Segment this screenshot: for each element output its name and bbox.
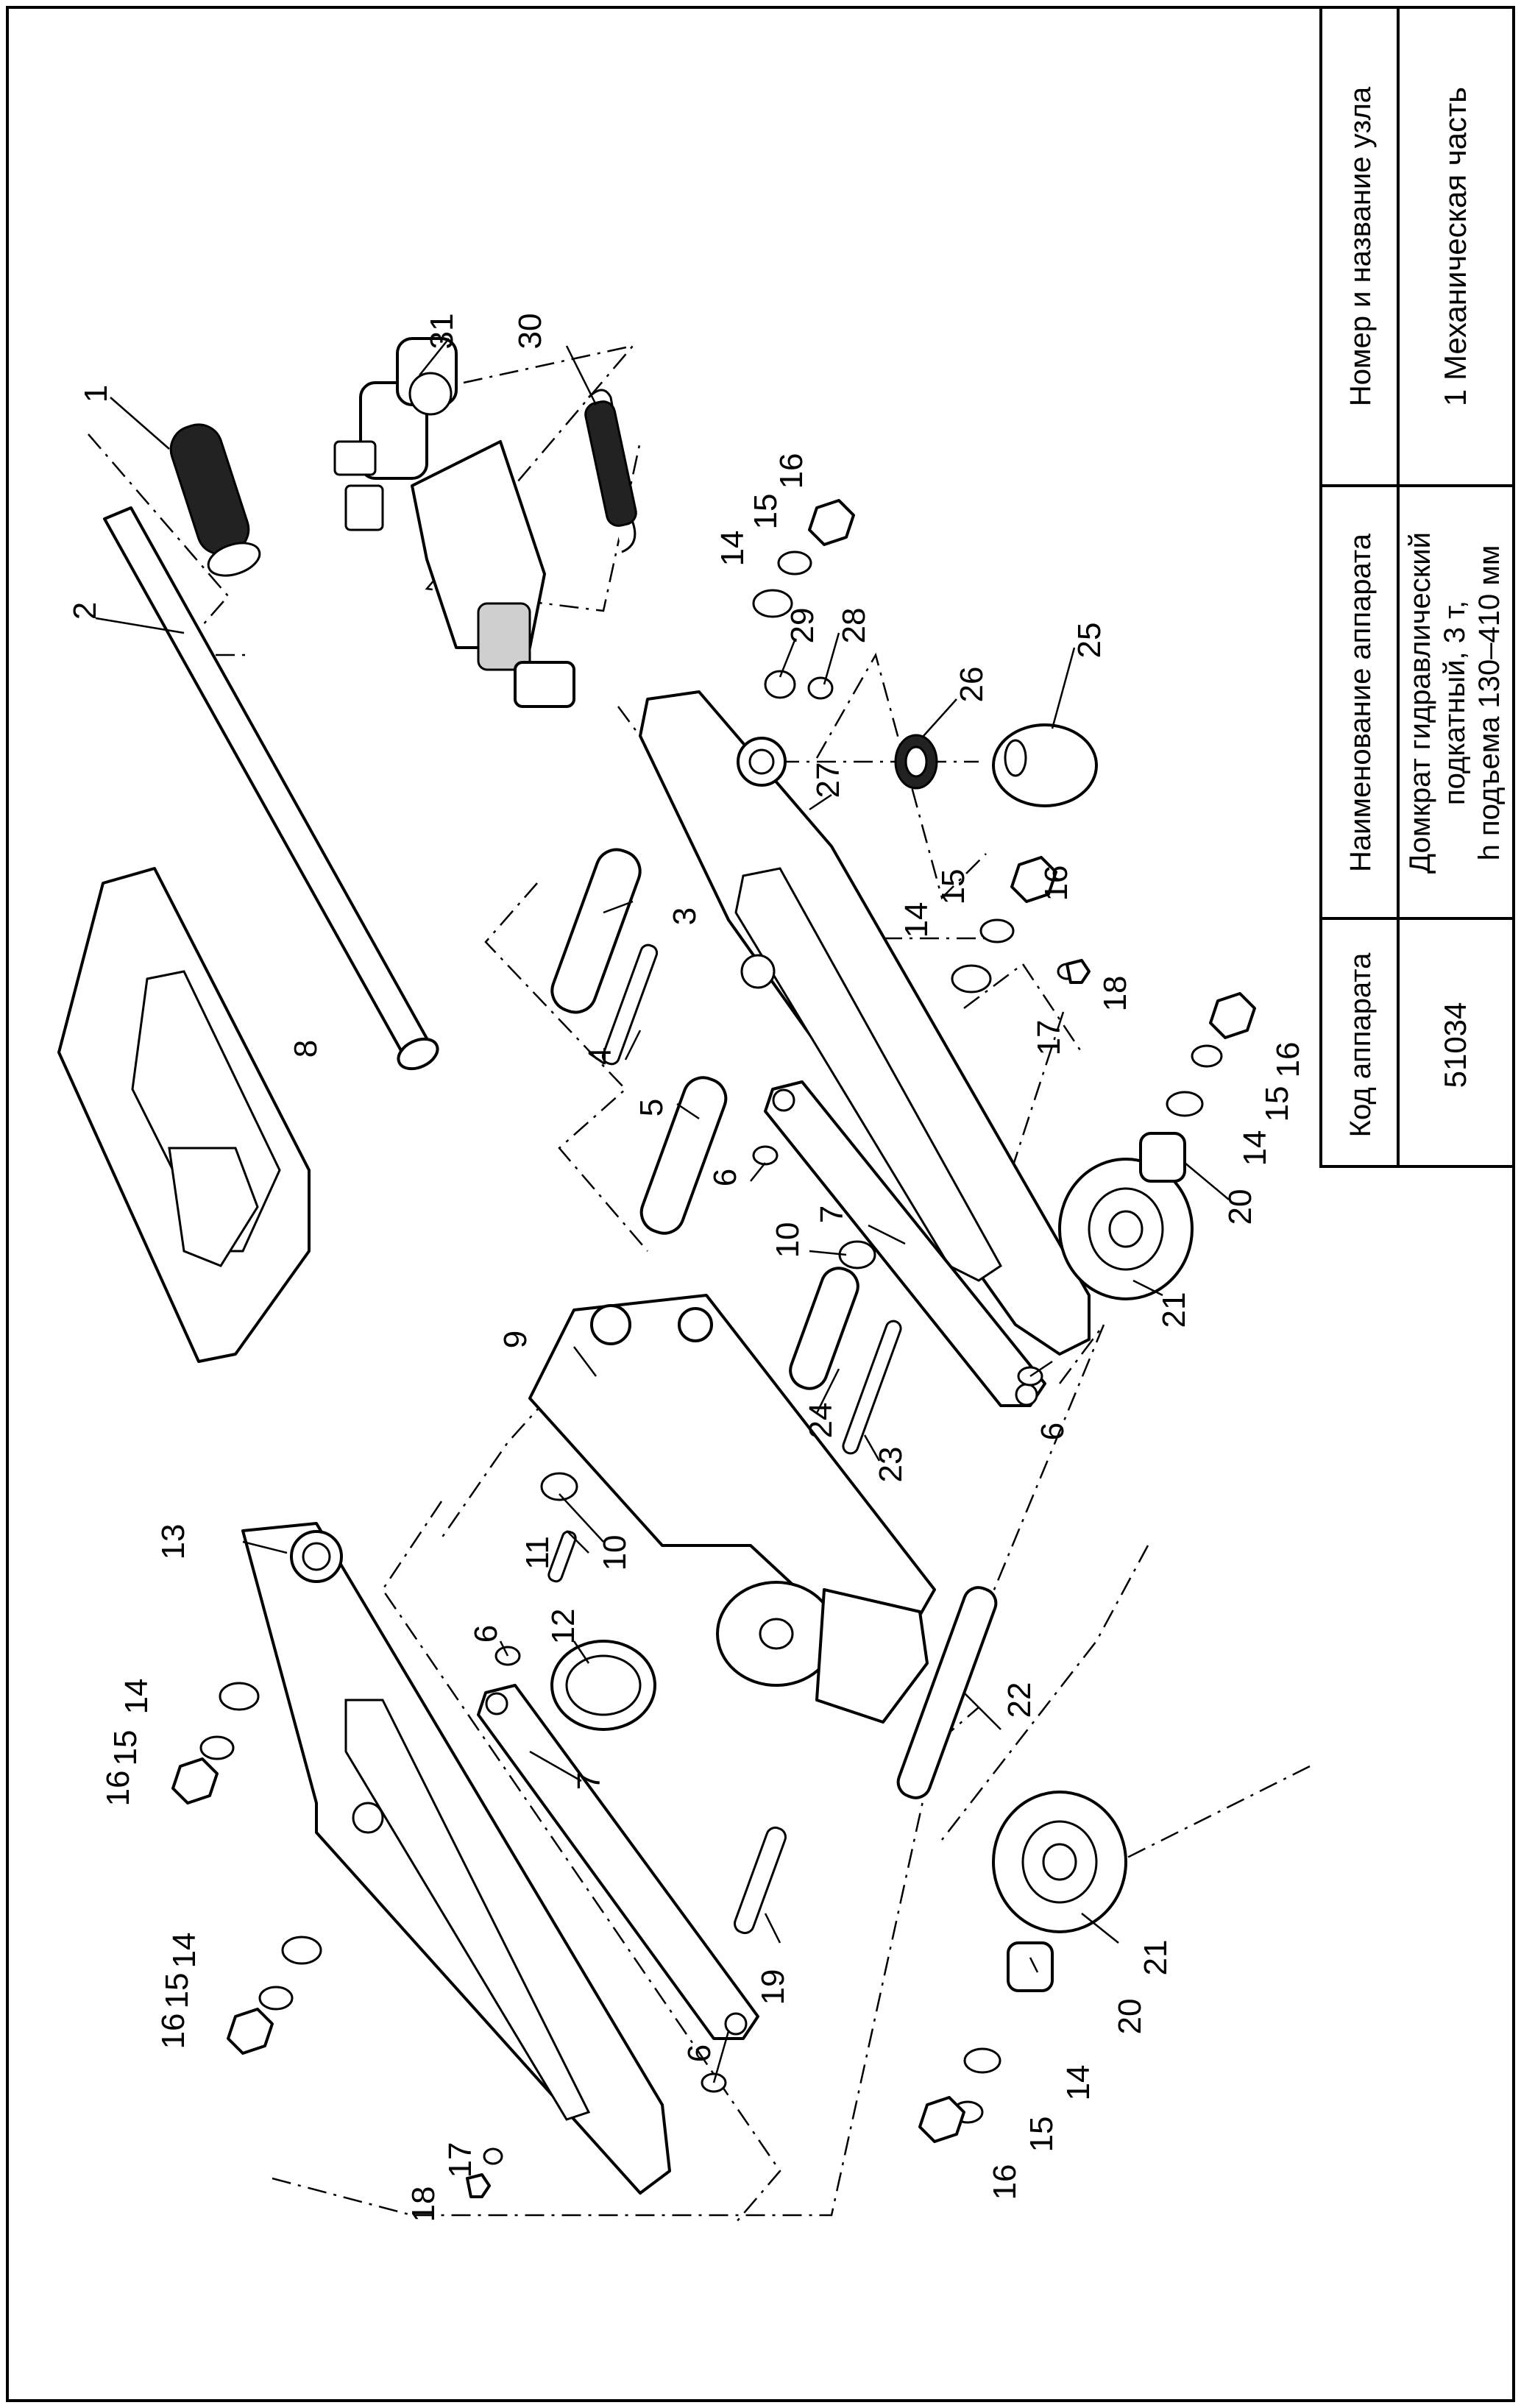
callout-20b: 20 — [1112, 1999, 1148, 2035]
callout-27: 27 — [810, 762, 846, 798]
callout-16d: 16 — [100, 1771, 136, 1807]
sheet-border — [6, 6, 1515, 2402]
axle-pin-3 — [550, 848, 642, 1014]
callout-18a: 18 — [1097, 976, 1133, 1012]
spacer-20-left — [1007, 1941, 1054, 1992]
callout-1: 1 — [78, 385, 114, 403]
saddle-bracket — [528, 1294, 936, 1643]
callout-20a: 20 — [1222, 1189, 1258, 1225]
callout-26: 26 — [954, 667, 990, 703]
callouts: 1 2 31 30 16 15 14 29 28 25 26 27 15 16 … — [67, 314, 1306, 2223]
side-plate-right — [639, 690, 1091, 1356]
callout-14d: 14 — [118, 1679, 155, 1715]
callout-13: 13 — [155, 1524, 191, 1560]
callout-14b: 14 — [898, 902, 935, 938]
handle-grip — [169, 423, 261, 577]
return-spring — [584, 389, 637, 553]
small-hardware — [171, 499, 1256, 2198]
side-plate-left — [241, 1522, 671, 2195]
apparatus-name-line2: подкатный, 3 т, — [1439, 601, 1471, 805]
callout-16b: 16 — [1038, 865, 1074, 902]
callout-17b: 17 — [442, 2142, 478, 2178]
callout-15b: 15 — [935, 869, 971, 905]
lift-arm-lower — [477, 1684, 759, 2040]
callout-16e: 16 — [155, 2014, 191, 2050]
callout-16f: 16 — [987, 2164, 1023, 2200]
pin-19 — [734, 1826, 787, 1935]
callout-22: 22 — [1001, 1682, 1038, 1718]
callout-31: 31 — [424, 314, 460, 350]
pin-23 — [842, 1320, 902, 1455]
callout-25: 25 — [1071, 623, 1107, 659]
callout-29: 29 — [784, 608, 820, 644]
hydraulic-pump — [333, 337, 575, 708]
title-block: Код аппарата Наименование аппарата Номер… — [1319, 6, 1515, 1168]
callout-6a: 6 — [707, 1169, 743, 1186]
pin-4 — [601, 943, 659, 1066]
sleeve-24 — [789, 1267, 859, 1390]
callout-24: 24 — [803, 1403, 839, 1439]
callout-12: 12 — [545, 1609, 581, 1645]
callout-7a: 7 — [814, 1205, 850, 1223]
callout-15a: 15 — [748, 494, 784, 530]
callout-11: 11 — [520, 1536, 556, 1570]
spacer-20-right — [1139, 1132, 1186, 1183]
callout-14e: 14 — [166, 1933, 202, 1969]
callout-21a: 21 — [1156, 1292, 1192, 1328]
header-apparatus-name: Наименование аппарата — [1344, 533, 1377, 872]
callout-15f: 15 — [1024, 2117, 1060, 2153]
header-code: Код аппарата — [1344, 952, 1377, 1137]
rear-wheel-left — [992, 1791, 1127, 1933]
callout-6d: 6 — [681, 2044, 717, 2062]
lift-carriage — [716, 1581, 929, 1724]
callout-14a: 14 — [715, 531, 751, 567]
callout-28: 28 — [836, 608, 872, 644]
callout-6c: 6 — [468, 1625, 504, 1643]
callout-23: 23 — [873, 1447, 909, 1483]
callout-3: 3 — [667, 907, 703, 925]
callout-15c: 15 — [1259, 1086, 1295, 1122]
unit-name: 1 Механическая часть — [1438, 87, 1472, 406]
handle-rod — [103, 506, 439, 1071]
apparatus-name-line1: Домкрат гидравлический — [1404, 532, 1436, 874]
callout-14f: 14 — [1060, 2065, 1096, 2101]
callout-16c: 16 — [1270, 1042, 1306, 1078]
swivel-caster — [992, 723, 1098, 807]
axle-pin-5 — [639, 1076, 728, 1235]
callout-7b: 7 — [571, 1772, 607, 1790]
callout-30: 30 — [512, 314, 548, 350]
rear-wheel-right — [1058, 1158, 1194, 1300]
leader-lines — [95, 338, 1230, 2083]
apparatus-name-line3: h подъема 130–410 мм — [1473, 545, 1506, 861]
callout-5: 5 — [634, 1099, 670, 1116]
axle-22 — [896, 1586, 998, 1799]
callout-18b: 18 — [405, 2186, 442, 2223]
saddle-cap — [550, 1640, 656, 1731]
callout-4: 4 — [582, 1047, 618, 1065]
callout-14c: 14 — [1237, 1130, 1273, 1166]
callout-21b: 21 — [1138, 1940, 1174, 1976]
callout-10a: 10 — [770, 1222, 806, 1258]
callout-15d: 15 — [107, 1730, 143, 1766]
callout-15e: 15 — [159, 1973, 195, 2009]
callout-8: 8 — [288, 1040, 324, 1058]
header-unit-name: Номер и название узла — [1344, 86, 1377, 406]
callout-9: 9 — [497, 1331, 533, 1348]
callout-2: 2 — [67, 602, 103, 620]
bearing-26 — [894, 734, 938, 790]
cover-plate — [57, 867, 311, 1363]
callout-6b: 6 — [1035, 1423, 1071, 1440]
callout-19: 19 — [755, 1969, 791, 2005]
callout-10b: 10 — [597, 1535, 633, 1571]
callout-17a: 17 — [1031, 1020, 1067, 1056]
apparatus-code: 51034 — [1438, 1002, 1472, 1088]
callout-16a: 16 — [773, 453, 809, 489]
